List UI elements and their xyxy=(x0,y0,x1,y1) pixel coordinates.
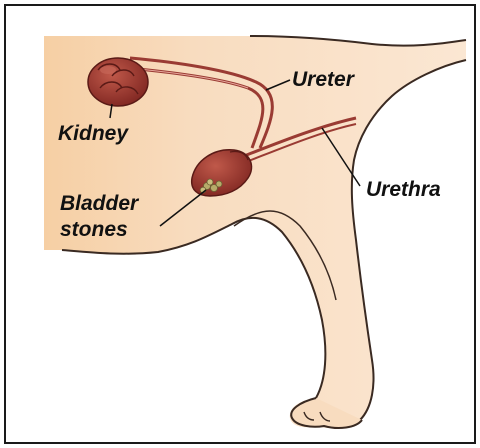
ureter-label: Ureter xyxy=(292,68,356,91)
urethra-label: Urethra xyxy=(366,178,441,201)
bladder-label-line2: stones xyxy=(60,218,128,241)
kidney-label: Kidney xyxy=(58,122,129,145)
kidney-shape xyxy=(88,58,148,106)
bladder-label-line1: Bladder xyxy=(60,192,140,215)
